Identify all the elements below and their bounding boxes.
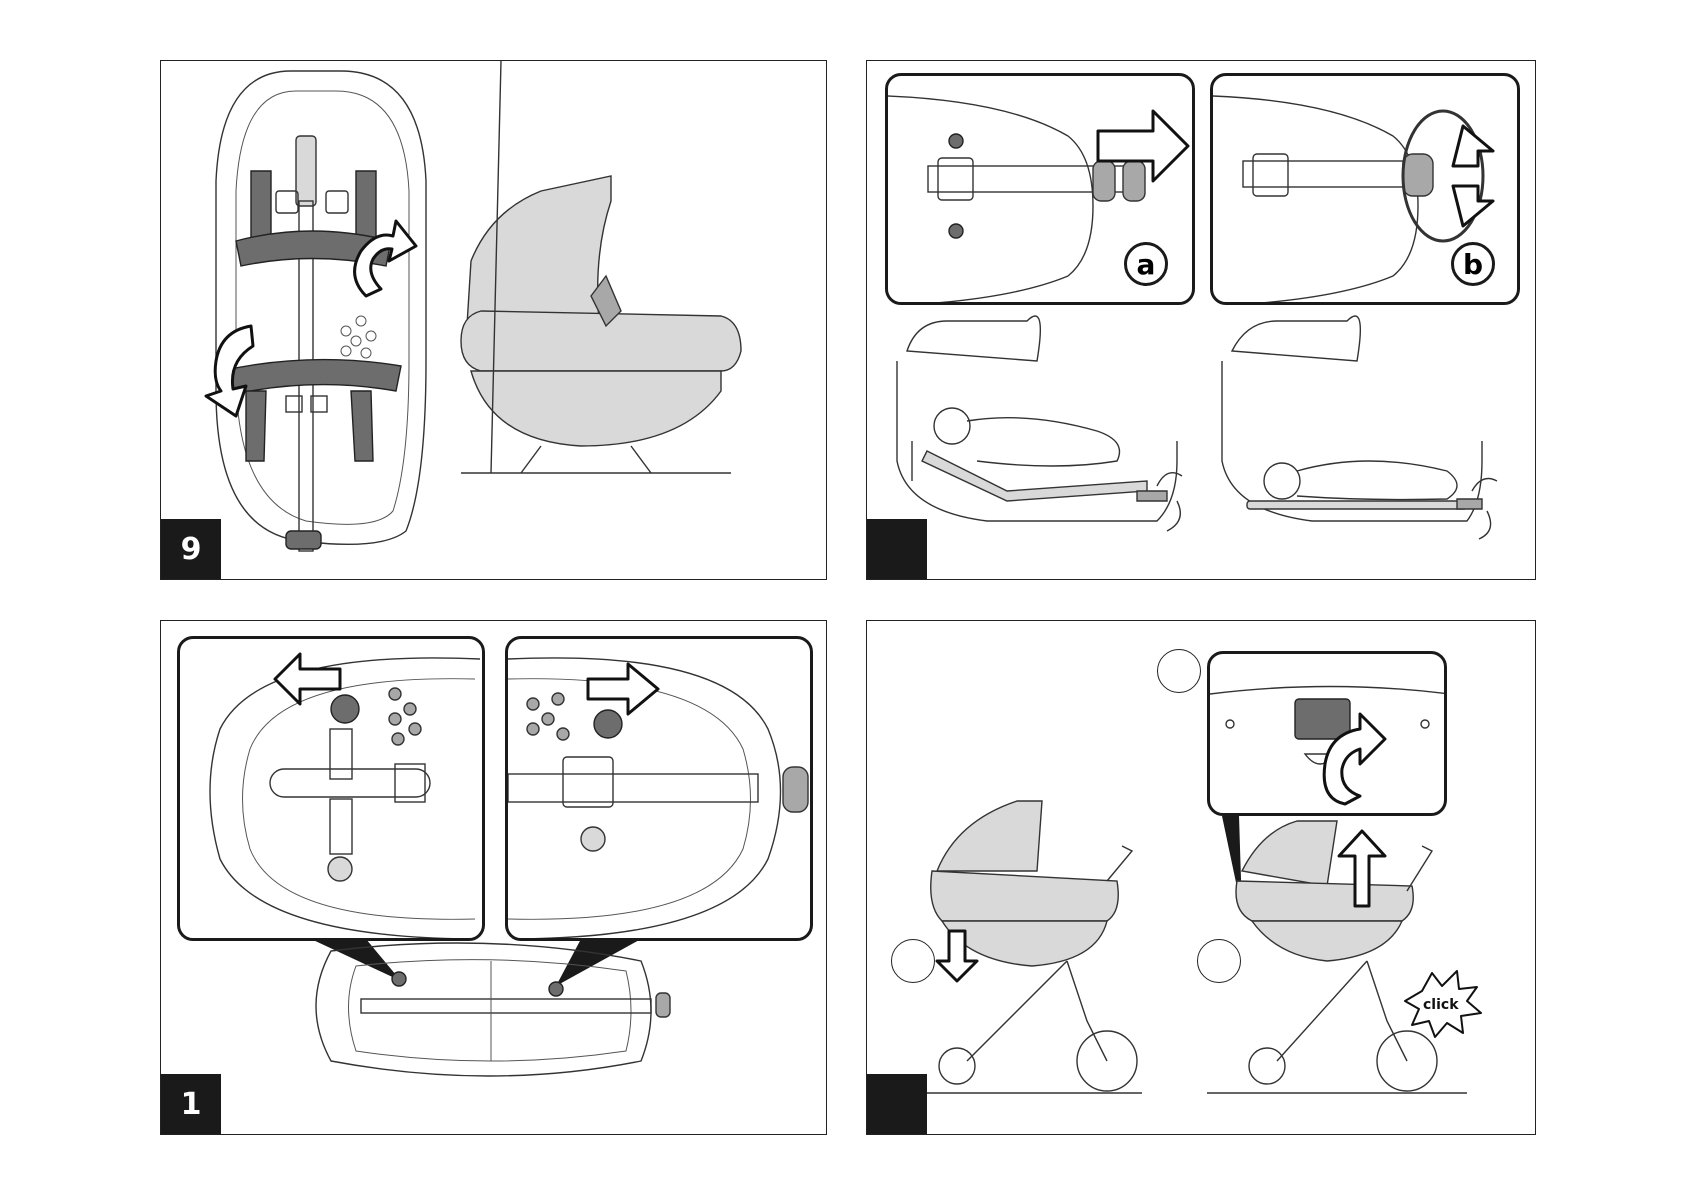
stroller-attach-illustration bbox=[867, 621, 1536, 1135]
click-label: click bbox=[1423, 997, 1459, 1013]
step-number-badge bbox=[867, 1074, 927, 1134]
instruction-panel-attach: click bbox=[866, 620, 1536, 1135]
step-number-badge: 1 bbox=[161, 1074, 221, 1134]
recline-positions-illustration bbox=[867, 61, 1536, 580]
carrycot-bottom-view bbox=[161, 621, 827, 1135]
carrycot-harness-illustration bbox=[161, 61, 827, 580]
step-number-badge bbox=[867, 519, 927, 579]
instruction-panel-recline: a b bbox=[866, 60, 1536, 580]
instruction-panel-step-1: 1 bbox=[160, 620, 827, 1135]
instruction-panel-step-9: 9 bbox=[160, 60, 827, 580]
step-number-badge: 9 bbox=[161, 519, 221, 579]
